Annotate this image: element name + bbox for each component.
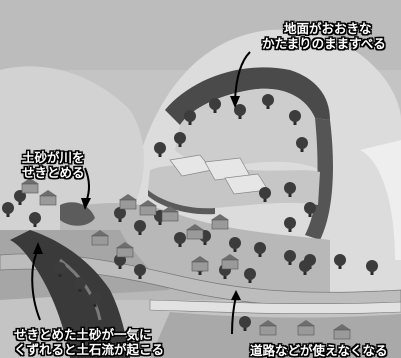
- arrow-head-river-dam: [81, 198, 91, 210]
- label-river-dam-line1: 土砂が川を: [22, 150, 85, 165]
- label-debris-flow-line1: せきとめた土砂が一気に: [14, 327, 152, 342]
- label-mass-slide-line2: かたまりのまますべる: [262, 36, 386, 51]
- debris-flow: [10, 230, 130, 358]
- road: [149, 299, 401, 315]
- head-scarp: [165, 67, 330, 125]
- upper-block: [175, 88, 320, 170]
- arrow-head-debris-flow: [33, 242, 43, 254]
- debris-texture: [59, 258, 102, 321]
- arrow-head-mass-slide: [230, 96, 240, 108]
- middle-crack: [148, 190, 215, 215]
- label-mass-slide-line1: 地面がおおきな: [284, 21, 372, 36]
- arrow-mass-slide: [234, 51, 251, 101]
- label-debris-flow: せきとめた土砂が一気に くずれると土石流が起こる: [14, 327, 164, 357]
- label-debris-flow-line2: くずれると土石流が起こる: [14, 342, 165, 357]
- label-road-damage-line1: 道路などが使えなくなる: [250, 343, 388, 358]
- label-mass-slide: 地面がおおきな かたまりのまますべる: [262, 21, 386, 51]
- hill-highlight: [360, 140, 401, 260]
- arrow-head-road-damage: [231, 290, 241, 300]
- landslide-dam: [60, 202, 95, 226]
- label-river-dam: 土砂が川を せきとめる: [22, 150, 85, 180]
- label-road-damage: 道路などが使えなくなる: [250, 343, 388, 358]
- label-river-dam-line2: せきとめる: [22, 165, 85, 180]
- arrow-debris-flow: [31, 249, 41, 321]
